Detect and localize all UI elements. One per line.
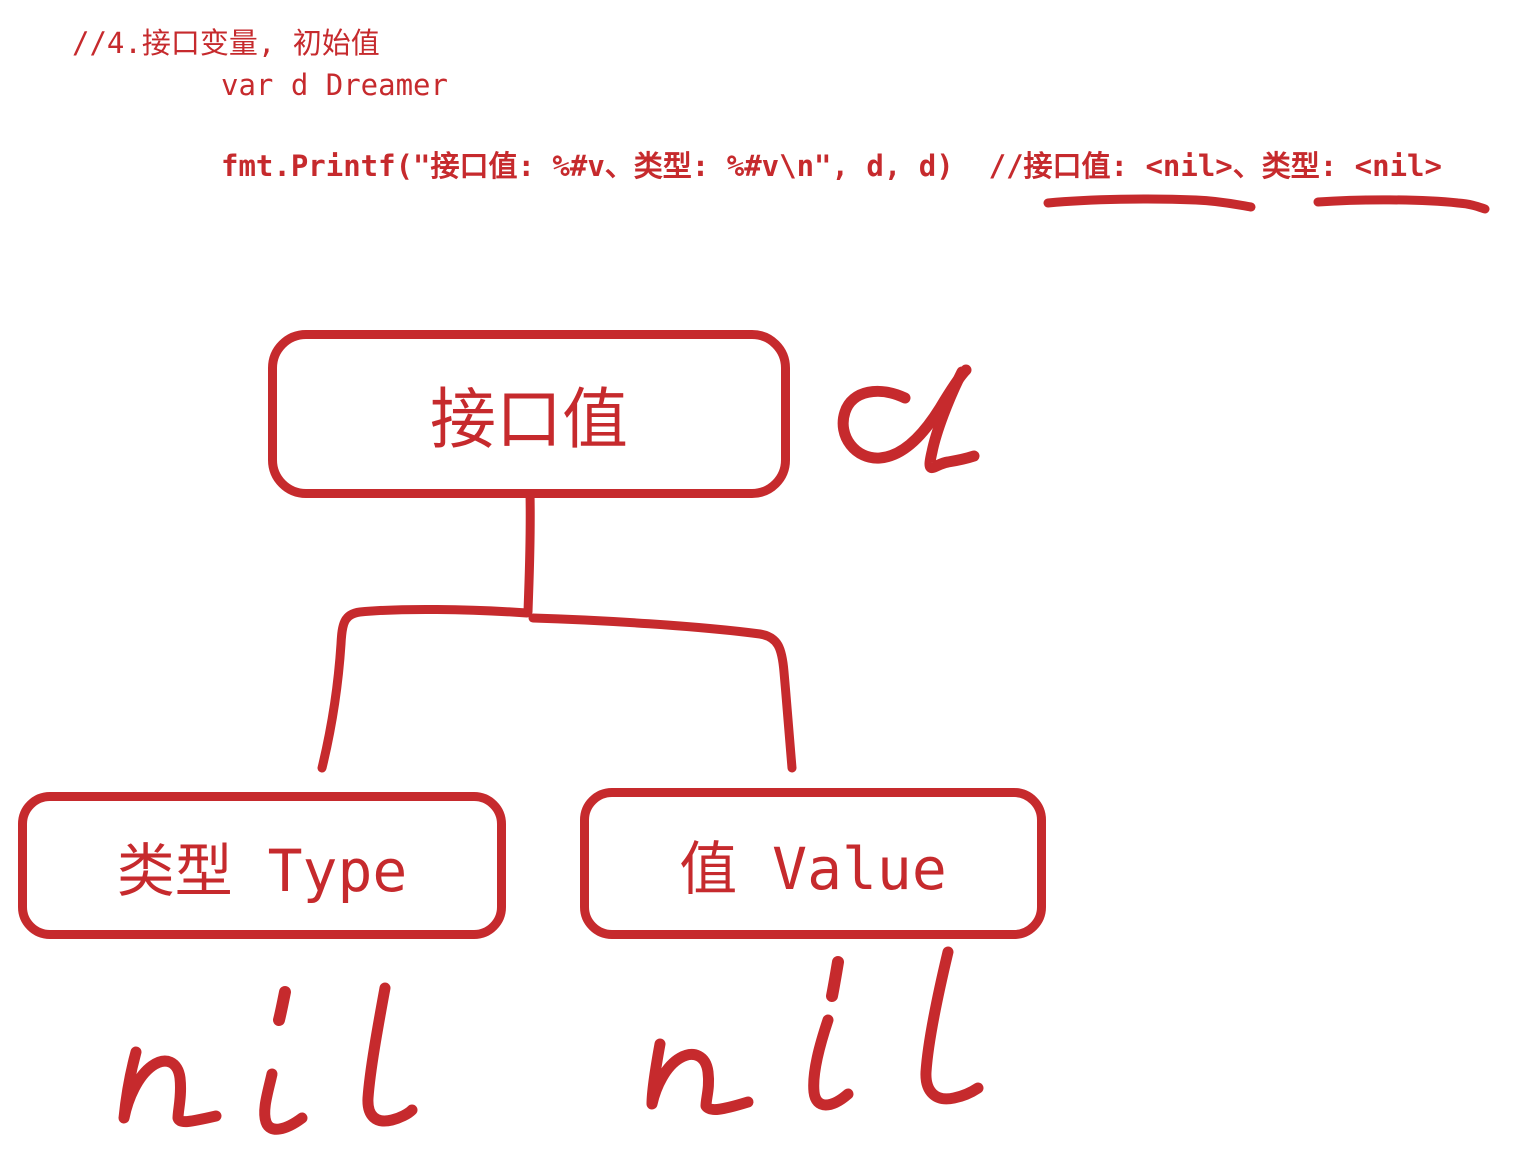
connector-branch-left [317,604,532,773]
handwritten-nil-left [118,982,418,1135]
node-interface-value[interactable]: 接口值 [268,330,790,498]
node-value[interactable]: 值 Value [580,788,1046,939]
code-comment-line: //4.接口变量, 初始值 [72,26,380,60]
connector-branch-right [528,613,797,773]
code-printf-line: fmt.Printf("接口值: %#v、类型: %#v\n", d, d) /… [221,149,1442,183]
connector-stem [523,488,535,617]
node-type-label: 类型 Type [116,836,408,905]
alpha-symbol-annotation [837,364,980,473]
handwritten-nil-right [646,946,984,1115]
node-value-label: 值 Value [679,834,947,903]
node-type[interactable]: 类型 Type [18,792,506,939]
underline-stroke-second-nil [1313,195,1490,214]
underline-stroke-first-nil [1043,194,1256,212]
node-interface-value-label: 接口值 [430,381,628,458]
code-declaration-line: var d Dreamer [221,68,448,102]
